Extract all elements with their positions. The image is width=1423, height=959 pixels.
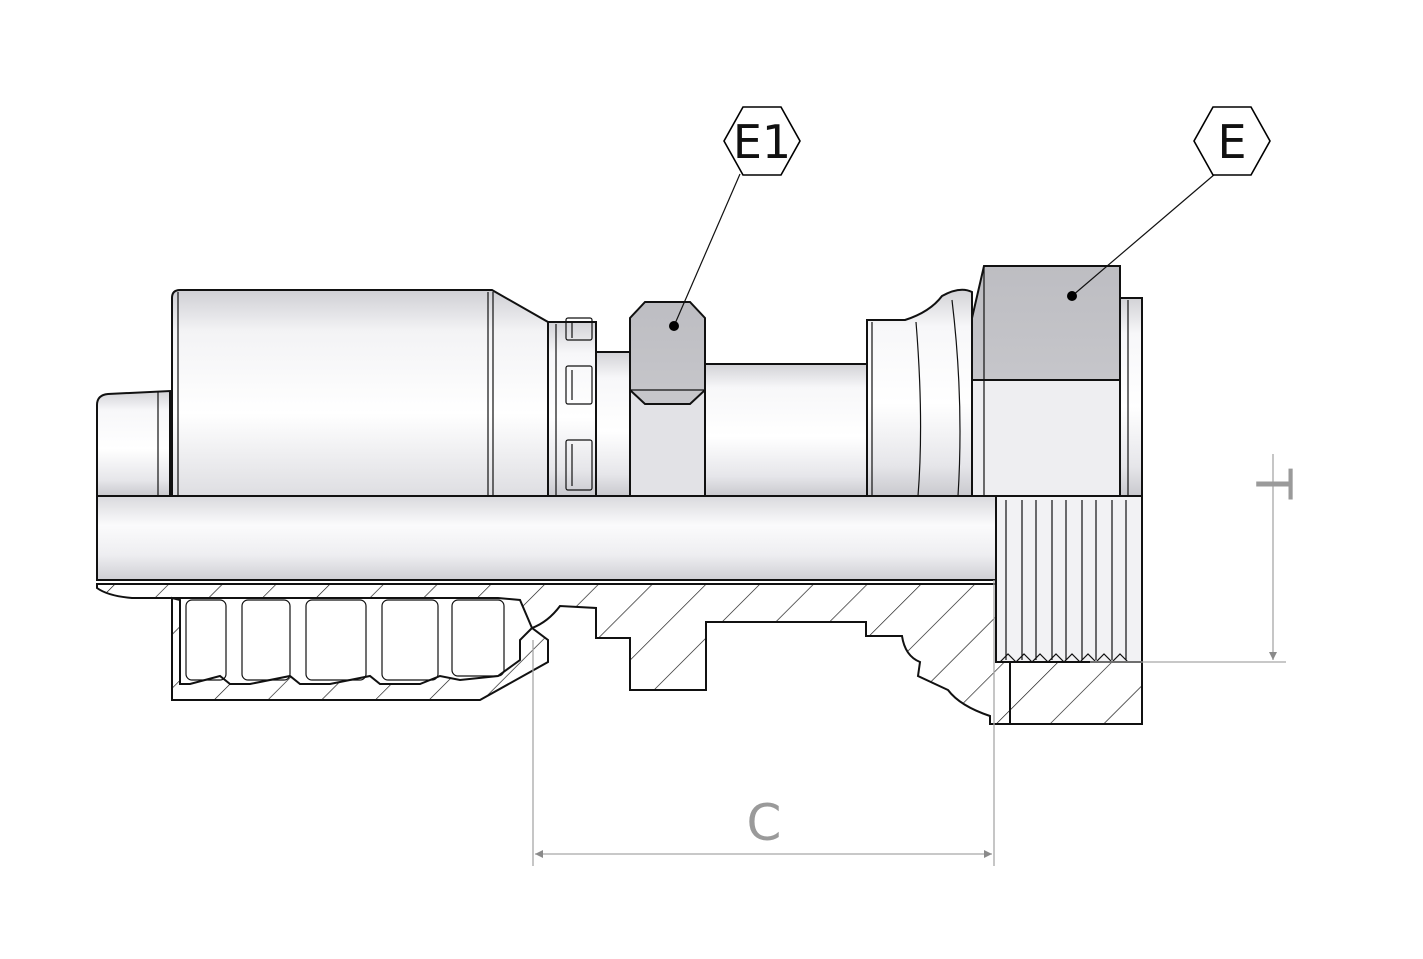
nut-section bbox=[996, 661, 1143, 725]
crimp-sleeve bbox=[171, 289, 549, 497]
thread-section bbox=[995, 495, 1143, 663]
hex-e1 bbox=[629, 301, 706, 497]
body-section bbox=[96, 583, 1011, 725]
callout-leaders bbox=[669, 173, 1216, 331]
callout-e-label: E bbox=[1217, 115, 1246, 169]
section-view bbox=[96, 495, 1143, 725]
dimension-c-label: C bbox=[747, 794, 782, 852]
hex-e bbox=[971, 265, 1121, 497]
sleeve-section bbox=[171, 596, 549, 701]
body-neck-left bbox=[595, 351, 631, 497]
body-tube bbox=[704, 363, 868, 497]
nut-end-face bbox=[1119, 297, 1143, 497]
sleeve-teeth bbox=[185, 599, 505, 681]
collar-slots bbox=[565, 317, 593, 491]
dimension-t-label: T bbox=[1244, 468, 1302, 500]
insert-stub bbox=[96, 389, 171, 497]
dimension-c: C bbox=[532, 580, 995, 866]
callout-e: E bbox=[1193, 106, 1271, 176]
dimension-t: T bbox=[1090, 454, 1302, 663]
callout-e1-label: E1 bbox=[733, 115, 791, 169]
callout-e1: E1 bbox=[723, 106, 801, 176]
fitting-exterior bbox=[96, 265, 1143, 497]
bore bbox=[96, 495, 997, 585]
